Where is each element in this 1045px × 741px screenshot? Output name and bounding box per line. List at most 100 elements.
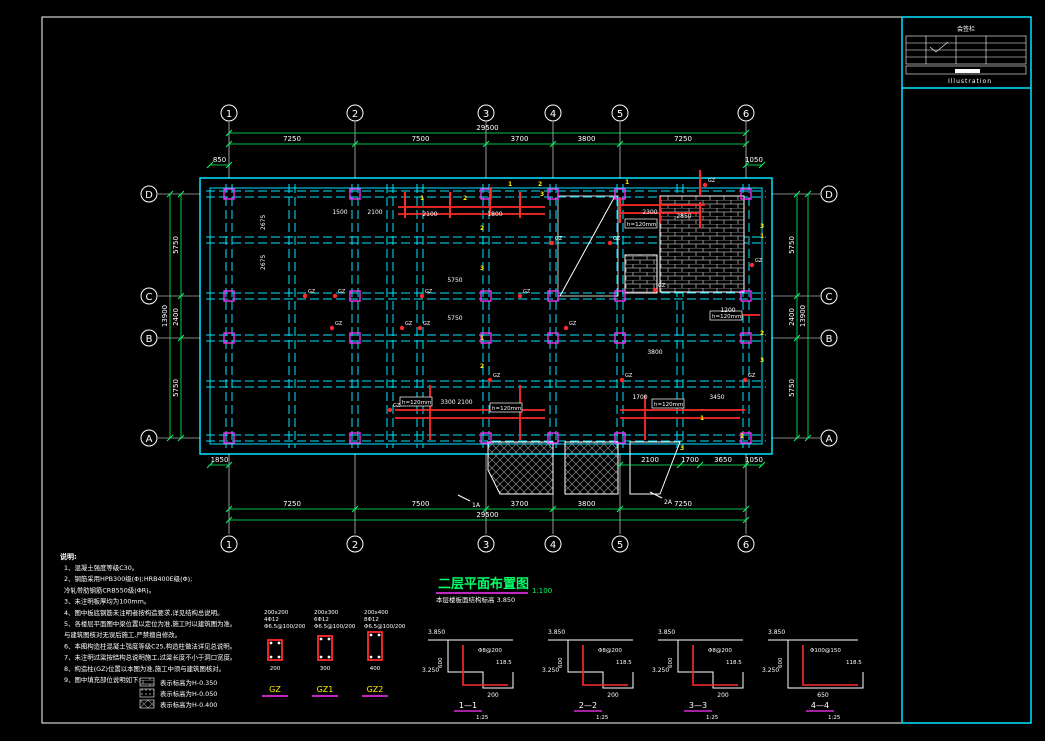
slab-tag: 2 xyxy=(480,225,484,232)
slab-tag: 2 xyxy=(740,433,744,440)
dim-left-total-label: 13900 xyxy=(161,305,169,327)
dim-bottom-label: 3800 xyxy=(578,500,596,508)
notes-heading: 说明: xyxy=(60,552,77,561)
drawing-title: 二层平面布置图 xyxy=(438,576,529,592)
interior-dim: 1200 xyxy=(720,307,735,314)
note-line: 3、未注明板厚均为100mm。 xyxy=(64,597,150,606)
dim-small-label: 1050 xyxy=(745,156,763,164)
gz-marker xyxy=(702,182,708,188)
gz-marker xyxy=(652,287,658,293)
dim-top-tick xyxy=(482,140,490,148)
column-marker xyxy=(223,188,235,200)
rebar-dot xyxy=(377,655,381,659)
gz-marker xyxy=(302,293,308,299)
axis-bubble xyxy=(737,535,755,553)
gz-label: GZ xyxy=(658,283,666,289)
gz-marker xyxy=(742,377,748,383)
rebar-dot xyxy=(327,655,331,659)
slab-tag: 1 xyxy=(760,233,764,240)
axis-label-right: A xyxy=(826,434,833,445)
dim-left-total-tick xyxy=(166,190,174,198)
axis-bubble xyxy=(220,535,238,553)
gz-label: GZ xyxy=(423,321,431,327)
axis-label-top: 3 xyxy=(483,109,489,120)
gz-label: GZ xyxy=(625,373,633,379)
section-elev-top: 3.850 xyxy=(428,629,445,636)
h120-label: h=120mm xyxy=(402,400,431,406)
gz-marker xyxy=(332,293,338,299)
dim-right-label: 2400 xyxy=(788,308,796,326)
column-marker xyxy=(547,188,559,200)
dim-inner-tick xyxy=(742,461,750,469)
section-label: 2—2 xyxy=(579,701,597,710)
note-line: 4、图中板底钢筋未注明者按构造要求,详见结构总说明。 xyxy=(64,608,223,617)
column-details: 200x2004Φ12Φ6.5@100/200200GZ200x3006Φ12Φ… xyxy=(262,610,406,697)
h120-label: h=120mm xyxy=(492,406,521,412)
slab-inner-outline xyxy=(209,187,763,445)
note-line: 5、各楼层平面图中梁位置以定位为准,施工时以建筑图为准。 xyxy=(64,619,236,628)
axis-bubble xyxy=(820,429,838,447)
section-rebar-spec: Φ8@200 xyxy=(478,648,502,654)
column-marker xyxy=(223,332,235,344)
gz-marker xyxy=(607,240,613,246)
axis-bubble xyxy=(477,535,495,553)
axis-label-bottom: 2 xyxy=(352,540,358,551)
section-rebar xyxy=(462,645,508,686)
column-marker xyxy=(614,290,626,302)
dim-inner-label: 3650 xyxy=(714,456,732,464)
h120-label: h=120mm xyxy=(712,314,741,320)
dim-top-tick xyxy=(225,140,233,148)
dim-left-label: 2400 xyxy=(172,308,180,326)
section-scale: 1:25 xyxy=(706,715,719,721)
note-line: 8、构造柱(GZ)位置以本图为准,施工中须与建筑图核对。 xyxy=(64,664,225,673)
column-marker xyxy=(223,290,235,302)
column-marker xyxy=(349,332,361,344)
gz-label: GZ xyxy=(393,403,401,409)
note-line: 冷轧带肋钢筋CRB550级(ΦR)。 xyxy=(64,585,155,594)
interior-dim: 2675 xyxy=(260,215,267,230)
column-section xyxy=(267,639,283,661)
interior-dim: 2300 xyxy=(642,209,657,216)
dim-small-tick xyxy=(225,461,233,469)
section-height: 600 xyxy=(668,657,674,668)
dim-left-label: 5750 xyxy=(172,236,180,254)
section-len: 118.5 xyxy=(496,660,512,666)
column-spec: 8Φ12 xyxy=(364,617,379,623)
illustration-label: Illustration xyxy=(948,78,992,85)
column-spec: 200x200 xyxy=(264,610,289,616)
gz-marker xyxy=(517,293,523,299)
section-width: 650 xyxy=(817,692,829,699)
dim-small-tick xyxy=(758,461,766,469)
note-line: 6、本图构造柱混凝土强度等级C25,构造柱做法详见总说明。 xyxy=(64,641,236,650)
section-len: 118.5 xyxy=(616,660,632,666)
column-marker xyxy=(349,188,361,200)
column-label: GZ1 xyxy=(317,685,334,694)
section-profile xyxy=(447,640,514,689)
dim-top-label: 3800 xyxy=(578,135,596,143)
dim-left-label: 5750 xyxy=(172,379,180,397)
column-section xyxy=(317,635,333,661)
section-elev-top: 3.850 xyxy=(658,629,675,636)
dim-top-label: 3700 xyxy=(511,135,529,143)
section-profile xyxy=(787,640,864,689)
axis-bubble xyxy=(820,185,838,203)
axis-label-top: 1 xyxy=(226,109,232,120)
legend-label: 表示标高为H-0.350 xyxy=(160,678,217,687)
dim-left-tick xyxy=(177,334,185,342)
dim-top-tick xyxy=(742,140,750,148)
dim-top-label: 7250 xyxy=(674,135,692,143)
column-spec: 200x300 xyxy=(314,610,339,616)
axis-label-left: B xyxy=(146,334,153,345)
note-line: 2、钢筋采用HPB300级(Φ);HRB400E级(Φ); xyxy=(64,574,192,583)
axis-label-left: A xyxy=(146,434,153,445)
note-line: 与建筑图核对无误后施工,严禁擅自修改。 xyxy=(64,630,181,639)
axis-bubble xyxy=(544,104,562,122)
rebar-dot xyxy=(269,655,273,659)
axis-bubble xyxy=(346,104,364,122)
gz-label: GZ xyxy=(425,289,433,295)
rebar-dot xyxy=(319,637,323,641)
dim-bottom-total-label: 29500 xyxy=(476,511,498,519)
axis-label-bottom: 6 xyxy=(743,540,749,551)
dim-top-total-tick xyxy=(225,129,233,137)
